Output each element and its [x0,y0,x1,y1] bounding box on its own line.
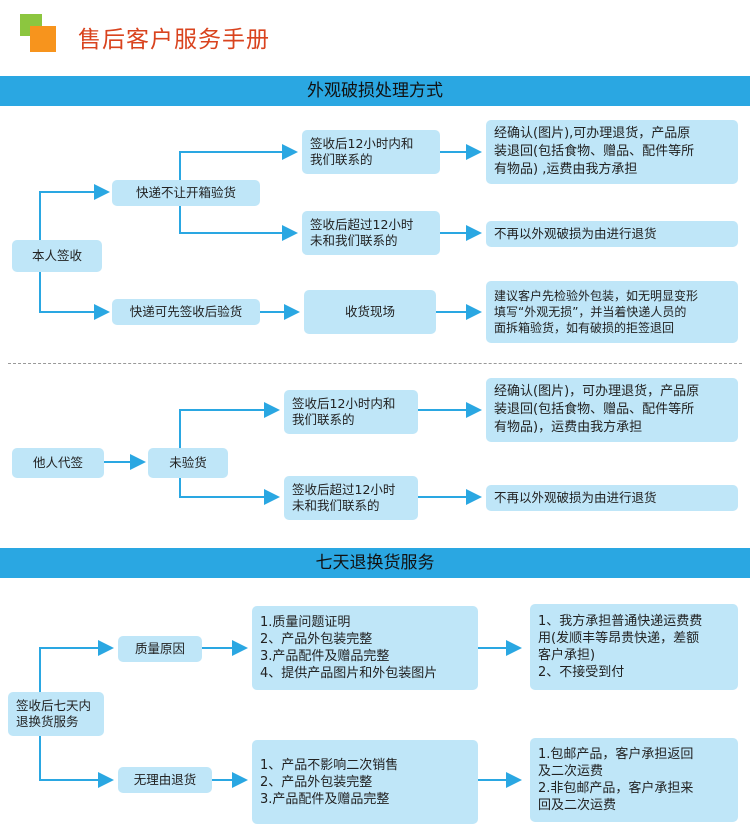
node-not-checked: 未验货 [148,448,228,478]
node-result-onsite-advice: 建议客户先检验外包装，如无明显变形 填写“外观无损”，并当着快递人员的 面拆箱验… [486,281,738,343]
logo-square-orange [30,26,56,52]
node-proxy-within-12h: 签收后12小时内和 我们联系的 [284,390,418,434]
node-quality-requirements: 1.质量问题证明 2、产品外包装完整 3.产品配件及赠品完整 4、提供产品图片和… [252,606,478,690]
node-after-12h: 签收后超过12小时 未和我们联系的 [302,211,440,255]
section-heading-appearance: 外观破损处理方式 [0,76,750,106]
node-no-reason-result: 1.包邮产品，客户承担返回 及二次运费 2.非包邮产品，客户承担来 回及二次运费 [530,738,738,822]
node-seven-day-return: 签收后七天内 退换货服务 [8,692,104,736]
node-proxy-after-12h: 签收后超过12小时 未和我们联系的 [284,476,418,520]
node-result-no-return: 不再以外观破损为由进行退货 [486,221,738,247]
node-within-12h: 签收后12小时内和 我们联系的 [302,130,440,174]
node-proxy-sign: 他人代签 [12,448,104,478]
node-no-reason-requirements: 1、产品不影响二次销售 2、产品外包装完整 3.产品配件及赠品完整 [252,740,478,824]
section-heading-seven-day: 七天退换货服务 [0,548,750,578]
section-divider [8,363,742,364]
node-on-site: 收货现场 [304,290,436,334]
node-result-return-ok: 经确认(图片),可办理退货，产品原 装退回(包括食物、赠品、配件等所 有物品) … [486,120,738,184]
node-no-open-check: 快递不让开箱验货 [112,180,260,206]
page-title: 售后客户服务手册 [78,27,270,53]
node-proxy-result-return-ok: 经确认(图片)，可办理退货，产品原 装退回(包括食物、赠品、配件等所 有物品)，… [486,378,738,442]
node-no-reason-return: 无理由退货 [118,767,212,793]
node-sign-then-check: 快递可先签收后验货 [112,299,260,325]
node-self-sign: 本人签收 [12,240,102,272]
header: 售后客户服务手册 [0,0,750,74]
node-quality-result: 1、我方承担普通快递运费费 用(发顺丰等昂贵快递，差额 客户承担) 2、不接受到… [530,604,738,690]
node-quality-reason: 质量原因 [118,636,202,662]
node-proxy-result-no-return: 不再以外观破损为由进行退货 [486,485,738,511]
